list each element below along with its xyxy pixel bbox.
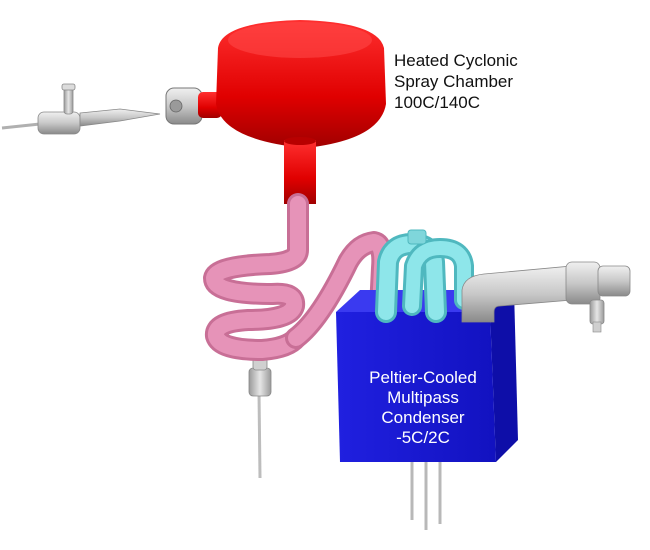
spray-chamber	[216, 20, 386, 204]
condenser-manifold	[375, 229, 474, 323]
spray-chamber-label-line: Spray Chamber	[394, 72, 514, 91]
chamber-inlet-fitting	[165, 87, 222, 125]
condenser-label: Peltier-Cooled Multipass Condenser -5C/2…	[338, 368, 508, 448]
condenser-label-line: Condenser	[381, 408, 465, 427]
condenser-label-line: Multipass	[387, 388, 459, 407]
spray-chamber-label: Heated Cyclonic Spray Chamber 100C/140C	[394, 50, 594, 113]
drain-fitting	[248, 355, 272, 479]
condenser-label-line: Peltier-Cooled	[369, 368, 477, 387]
spray-chamber-label-line: Heated Cyclonic	[394, 51, 518, 70]
condenser-leads	[410, 462, 442, 530]
outlet-fitting	[461, 261, 631, 333]
condenser-temperature: -5C/2C	[396, 428, 450, 447]
spray-chamber-temperature: 100C/140C	[394, 93, 481, 112]
nebulizer	[1, 83, 161, 135]
